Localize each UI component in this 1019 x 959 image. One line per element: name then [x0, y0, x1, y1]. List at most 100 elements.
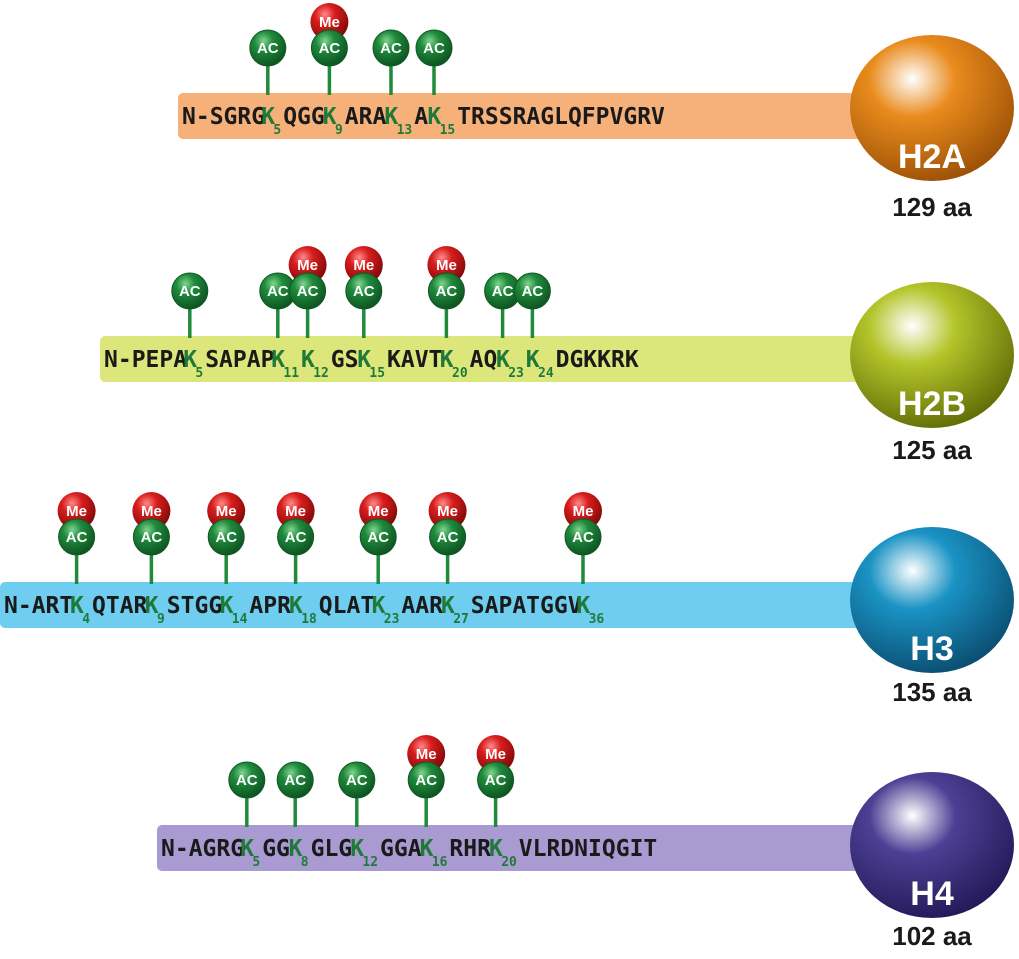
acetylation-label: AC [297, 283, 319, 300]
lysine-residue: K [489, 836, 503, 862]
methylation-label: Me [285, 503, 306, 520]
lysine-residue: K [220, 593, 234, 619]
sequence-segment: N-ART [4, 593, 73, 619]
acetylation-marker [429, 518, 467, 556]
sequence-segment: ARA [345, 104, 387, 130]
sequence-segment: N-SGRG [182, 104, 265, 130]
lysine-residue: K [70, 593, 84, 619]
lysine-residue: K [384, 104, 398, 130]
residue-number: 9 [335, 123, 343, 138]
lysine-residue: K [289, 836, 303, 862]
acetylation-marker [564, 518, 602, 556]
lysine-residue: K [357, 347, 371, 373]
residue-number: 20 [452, 366, 468, 381]
modification-site-k8: AC [276, 761, 314, 827]
methylation-label: Me [66, 503, 87, 520]
histone-length: 102 aa [892, 921, 972, 951]
modification-site-k15: AC [415, 29, 453, 95]
sequence-segment: GLG [311, 836, 353, 862]
tail-bar [0, 582, 870, 628]
acetylation-marker [407, 761, 445, 799]
sequence-segment: APR [249, 593, 291, 619]
sequence-segment: N-AGRG [161, 836, 244, 862]
sequence-segment: SAPATGGV [471, 593, 582, 619]
acetylation-label: AC [215, 529, 237, 546]
sequence-segment: N-PEPA [104, 347, 187, 373]
acetylation-label: AC [236, 772, 258, 789]
histone-row-h3: N-ARTK4QTARK9STGGK14APRK18QLATK23AARK27S… [0, 492, 1014, 707]
histone-name: H2B [898, 385, 966, 423]
histone-name: H3 [910, 630, 953, 668]
acetylation-label: AC [367, 529, 389, 546]
acetylation-label: AC [257, 40, 279, 57]
acetylation-marker [58, 518, 96, 556]
sequence-segment: AAR [401, 593, 443, 619]
globular-domain-h2a [850, 35, 1014, 181]
globular-domain-h2b [850, 282, 1014, 428]
globular-domain-h4 [850, 772, 1014, 918]
lysine-residue: K [420, 836, 434, 862]
residue-number: 12 [313, 366, 329, 381]
residue-number: 15 [440, 123, 456, 138]
methylation-marker [57, 492, 96, 530]
lysine-residue: K [441, 593, 455, 619]
lysine-residue: K [271, 347, 285, 373]
sequence-segment: KAVT [387, 347, 442, 373]
methylation-label: Me [436, 257, 457, 274]
methylation-label: Me [416, 746, 437, 763]
sequence-segment: QLAT [319, 593, 374, 619]
residue-number: 36 [589, 612, 605, 627]
acetylation-label: AC [436, 283, 458, 300]
methylation-marker [288, 246, 327, 284]
methylation-marker [476, 735, 515, 773]
lysine-residue: K [183, 347, 197, 373]
residue-number: 18 [301, 612, 317, 627]
sequence-segment: STGG [167, 593, 222, 619]
methylation-marker [276, 492, 315, 530]
residue-number: 23 [384, 612, 400, 627]
modification-site-k11: AC [259, 272, 297, 338]
modification-site-k5: AC [171, 272, 209, 338]
acetylation-label: AC [423, 40, 445, 57]
sequence-segment: RHR [449, 836, 491, 862]
lysine-residue: K [261, 104, 275, 130]
residue-number: 23 [508, 366, 524, 381]
modification-site-k23: AC [484, 272, 522, 338]
acetylation-label: AC [267, 283, 289, 300]
lysine-residue: K [427, 104, 441, 130]
acetylation-marker [289, 272, 327, 310]
methylation-label: Me [297, 257, 318, 274]
residue-number: 24 [538, 366, 554, 381]
lysine-residue: K [526, 347, 540, 373]
acetylation-label: AC [179, 283, 201, 300]
lysine-residue: K [440, 347, 454, 373]
residue-number: 14 [232, 612, 248, 627]
residue-number: 5 [252, 855, 260, 870]
lysine-residue: K [240, 836, 254, 862]
acetylation-marker [132, 518, 170, 556]
acetylation-marker [359, 518, 397, 556]
acetylation-marker [372, 29, 410, 67]
acetylation-marker [171, 272, 209, 310]
residue-number: 9 [157, 612, 165, 627]
residue-number: 5 [273, 123, 281, 138]
acetylation-marker [277, 518, 315, 556]
sequence-segment: GS [331, 347, 359, 373]
methylation-marker [427, 246, 466, 284]
residue-number: 20 [501, 855, 517, 870]
methylation-label: Me [141, 503, 162, 520]
acetylation-label: AC [353, 283, 375, 300]
acetylation-label: AC [437, 529, 459, 546]
residue-number: 15 [369, 366, 385, 381]
acetylation-marker [477, 761, 515, 799]
